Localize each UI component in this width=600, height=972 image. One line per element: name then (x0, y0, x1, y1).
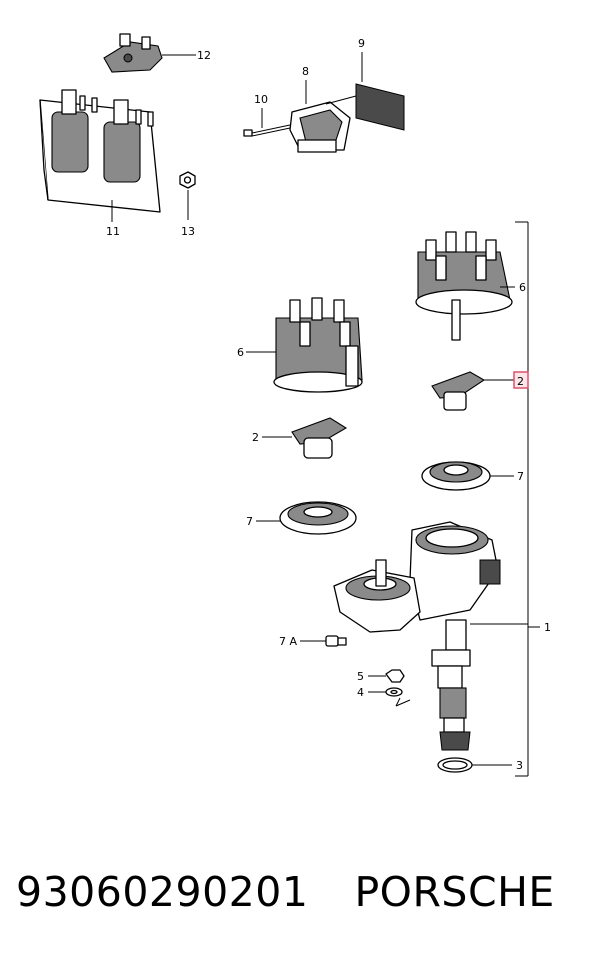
part-6-distributor-cap-left: 6 (237, 297, 363, 393)
part-11-coil-bracket: 11 (39, 89, 161, 238)
part-7-dust-shield-left: 7 (246, 501, 357, 535)
part-6-distributor-cap-right: 6 (415, 231, 526, 341)
part-number: 93060290201 (16, 868, 309, 916)
callout-3: 3 (516, 759, 523, 772)
part-1-distributor-body (333, 521, 528, 751)
part-7-dust-shield-right: 7 (421, 461, 524, 491)
part-5-nut: 5 (357, 669, 405, 683)
callout-13: 13 (181, 225, 195, 238)
callout-8: 8 (302, 65, 309, 78)
callout-11: 11 (106, 225, 120, 238)
part-3-o-ring: 3 (437, 757, 523, 773)
part-8-control-unit: 8 (289, 65, 351, 153)
part-7A-screw: 7 A (279, 635, 347, 648)
assembly-bracket: 1 (515, 221, 551, 777)
part-12-terminal-block: 12 (103, 33, 211, 73)
callout-2-highlight-box (513, 371, 529, 389)
callout-2-left: 2 (252, 431, 259, 444)
callout-4: 4 (357, 686, 364, 699)
callout-7A: 7 A (279, 635, 297, 648)
callout-7-left: 7 (246, 515, 253, 528)
callout-6-right: 6 (519, 281, 526, 294)
part-4-washer: 4 (357, 686, 411, 707)
callout-2-highlight: 2 (517, 375, 524, 388)
part-2-rotor-left: 2 (252, 417, 348, 459)
part-2-rotor-right: 2 (431, 371, 529, 411)
callout-9: 9 (358, 37, 365, 50)
callout-12: 12 (197, 49, 211, 62)
part-10-screw: 10 (243, 93, 291, 137)
callout-5: 5 (357, 670, 364, 683)
callout-6-left: 6 (237, 346, 244, 359)
brand-name: PORSCHE (354, 868, 555, 916)
footer-caption: 93060290201 PORSCHE (16, 868, 596, 938)
callout-1: 1 (544, 621, 551, 634)
part-13-nut: 13 (179, 171, 196, 238)
callout-7-right: 7 (517, 470, 524, 483)
callout-10: 10 (254, 93, 268, 106)
part-9-plate: 9 (325, 37, 405, 131)
